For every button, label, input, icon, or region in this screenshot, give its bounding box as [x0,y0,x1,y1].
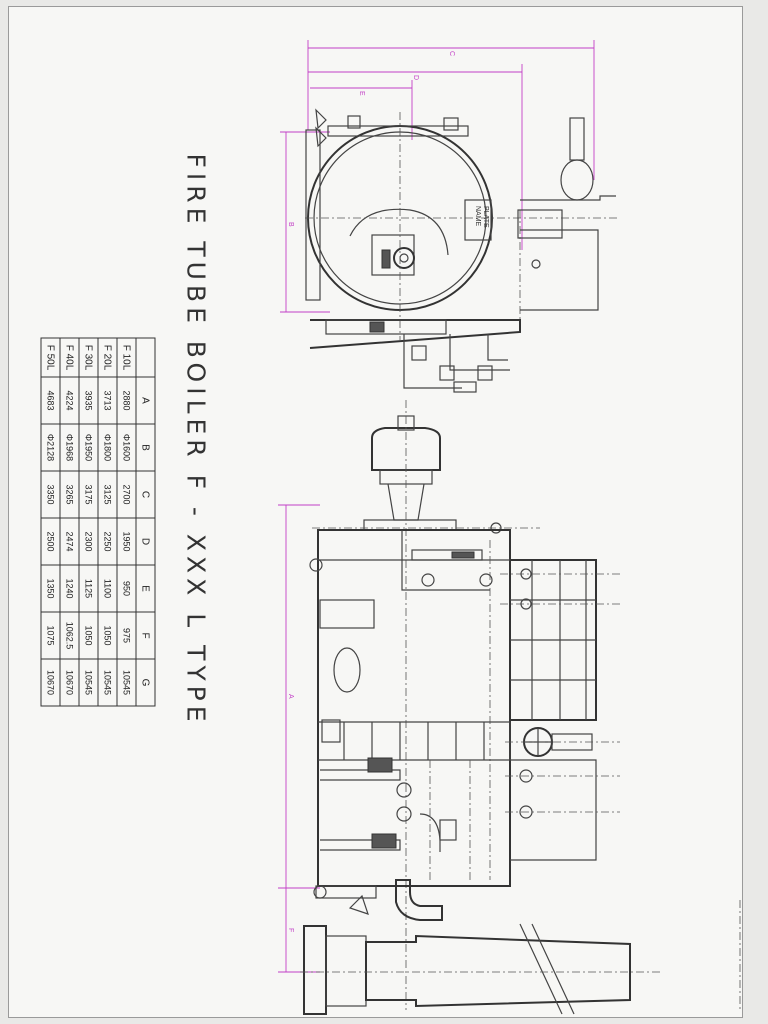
strainer [453,381,477,393]
dim-label-a: A [287,694,294,699]
safety-valves [315,108,327,148]
side-view-dimensions: A F [278,504,320,973]
top-nozzle-left [347,115,361,129]
lower-valve-1 [519,769,533,783]
top-nozzle [443,117,459,131]
manhole [333,647,361,693]
chimney-brace [519,923,575,1015]
handhole-top [309,558,323,572]
rear-frame [315,885,377,899]
stack-duct [520,195,616,201]
base-pump [369,321,385,333]
lower-frame [510,759,597,861]
nameplate-box [464,199,492,241]
feed-valve-3 [477,365,493,381]
front-flange [363,519,457,531]
side-frame [305,129,321,301]
feed-pump-2 [371,833,397,849]
platform-valve-1 [520,568,532,580]
feed-line-1 [320,769,401,781]
gauge-valve-2 [479,573,493,587]
feed-line-2 [320,839,401,851]
blowdown-valve [439,819,457,841]
front-valve [490,522,502,534]
gauge-small [531,259,541,269]
gauge-pipe [401,530,490,591]
nameplate-line-2: PLATE [482,206,489,228]
feed-valve-a [396,782,412,798]
feed-pipe-2 [449,334,510,371]
end-view-dimensions: C D E B [280,40,595,313]
dim-label-b: B [287,222,294,227]
lower-valve-2 [519,805,533,819]
flue-damper [348,894,369,915]
feed-pipe-1 [403,334,462,389]
top-header-pipe [327,125,469,137]
manhole-frame [319,599,375,629]
dim-label-e: E [358,91,365,96]
economizer-box [517,209,563,239]
water-column-glass [451,551,475,559]
dim-label-d: D [412,75,419,80]
end-view: C D E B NAME PLATE [280,40,620,393]
side-panel [520,229,599,311]
ladder-box [321,719,341,743]
burner-fitting [381,249,391,269]
feed-pipe-3 [487,334,508,361]
burner-port-inner [399,253,409,263]
dim-label-c: C [448,51,455,56]
flue-collar [325,935,367,1007]
feed-valve-b [396,806,412,822]
burner-box [371,234,415,276]
stack-pipe [569,117,585,161]
furnace-path [349,208,449,256]
platform-valve-2 [520,598,532,610]
chimney-pipe [365,934,631,1008]
feed-pump-1 [367,757,393,773]
shell-body [317,529,511,887]
water-column [411,549,483,561]
feed-valve-1 [411,345,427,361]
boiler-shell-circle [307,125,493,311]
stack-bulb [560,159,594,201]
feed-valve-2 [439,365,455,381]
dim-label-f: F [287,928,294,932]
burner-housing [371,427,441,471]
base-skid [325,319,447,335]
flue-flange [303,925,327,1015]
flue-assembly [300,894,741,1015]
burner-port [393,247,415,269]
nameplate-line-1: NAME [474,206,481,227]
side-view: A F [278,400,620,1010]
gauge-valve-1 [421,573,435,587]
exhaust-elbow [395,879,443,921]
drawing-sheet [8,6,743,1018]
ladder-frame [318,721,511,761]
